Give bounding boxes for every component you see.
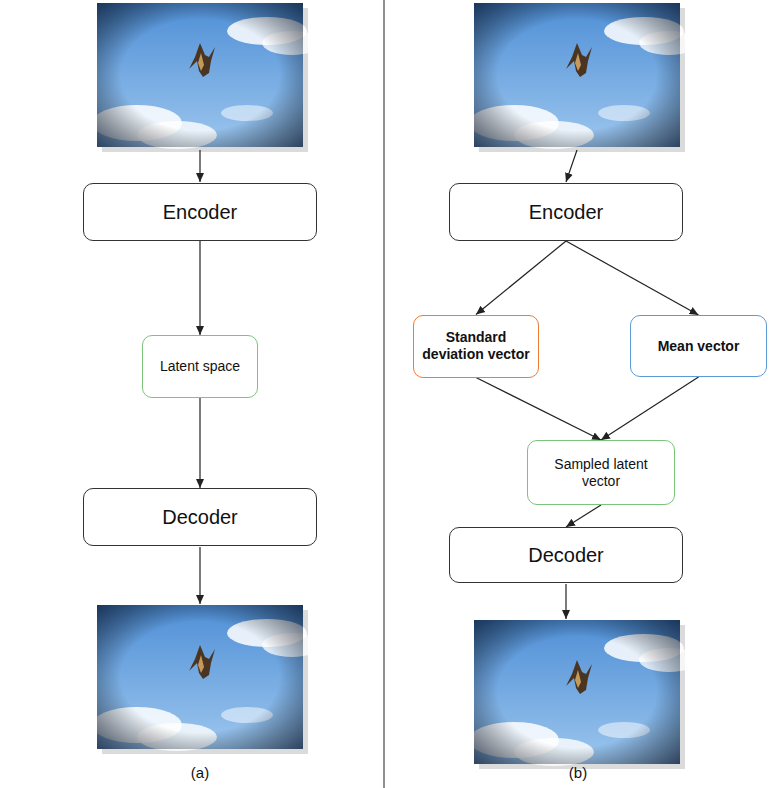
process-box: Decoder	[449, 527, 683, 583]
connector-arrow	[566, 241, 699, 315]
box-label: Mean vector	[658, 338, 740, 355]
output-arrow	[199, 547, 200, 604]
output-photo	[92, 605, 322, 754]
panel-label: (b)	[569, 764, 587, 781]
process-box: Standard deviation vector	[413, 315, 539, 378]
box-label: Encoder	[163, 200, 238, 224]
input-photo	[92, 3, 322, 152]
panel-divider	[383, 0, 384, 788]
connector-arrow	[199, 241, 200, 335]
output-photo	[469, 620, 699, 769]
connector-arrow	[601, 377, 699, 440]
box-label: Decoder	[162, 505, 238, 529]
box-label: Encoder	[529, 200, 604, 224]
process-box: Decoder	[83, 488, 317, 546]
box-label: Standard deviation vector	[422, 329, 530, 363]
process-box: Latent space	[142, 335, 258, 398]
box-label: Sampled latent vector	[536, 456, 666, 490]
process-box: Mean vector	[630, 315, 767, 377]
process-box: Encoder	[449, 183, 683, 241]
connector-arrow	[476, 378, 601, 441]
connector-arrow	[199, 398, 200, 488]
connector-arrow	[476, 241, 566, 315]
process-box: Sampled latent vector	[527, 440, 675, 505]
connector-arrow	[566, 505, 601, 527]
input-photo	[469, 3, 699, 152]
input-arrow	[566, 150, 577, 182]
output-arrow	[565, 584, 566, 619]
input-arrow	[199, 150, 200, 182]
box-label: Latent space	[160, 358, 240, 375]
box-label: Decoder	[528, 543, 604, 567]
process-box: Encoder	[83, 183, 317, 241]
panel-label: (a)	[191, 764, 209, 781]
